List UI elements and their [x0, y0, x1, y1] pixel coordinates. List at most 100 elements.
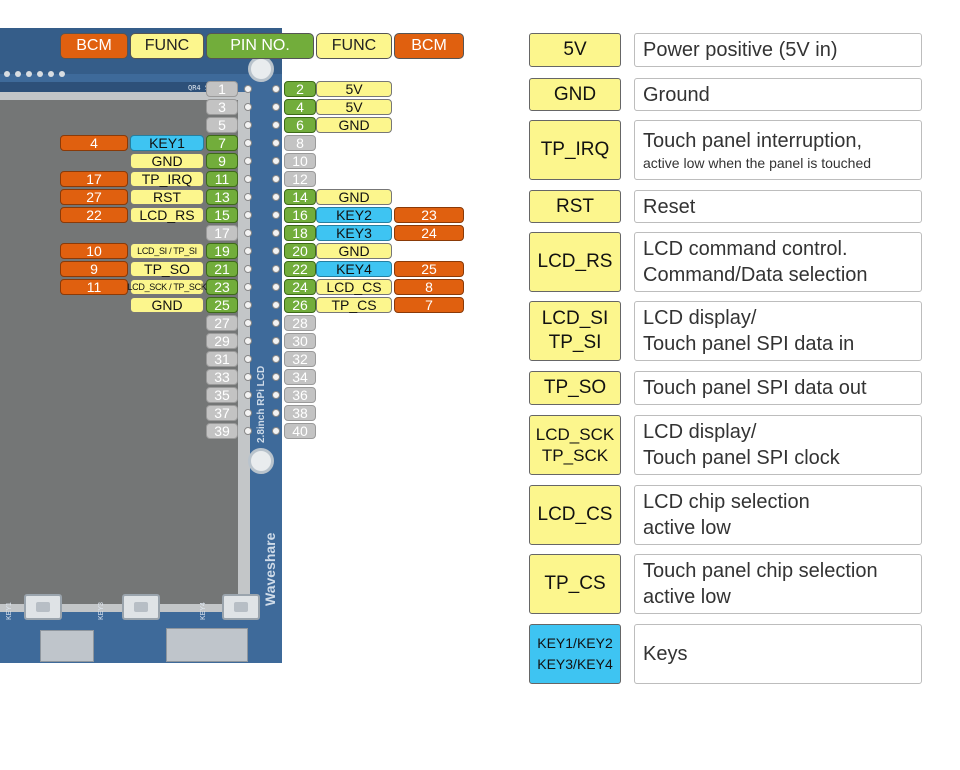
pin-number-22: 22: [284, 261, 316, 277]
key1-button: [24, 594, 62, 620]
header-bcm-right: BCM: [394, 33, 464, 59]
legend-description: LCD command control.Command/Data selecti…: [634, 232, 922, 292]
pin-func-6: GND: [316, 117, 392, 133]
pin-number-10: 10: [284, 153, 316, 169]
pin-number-26: 26: [284, 297, 316, 313]
pin-func-11: TP_IRQ: [130, 171, 204, 187]
pin-func-19: LCD_SI / TP_SI: [130, 243, 204, 259]
pin-number-8: 8: [284, 135, 316, 151]
legend-key-line: TP_SI: [548, 332, 602, 353]
legend-key-lcd-rs: LCD_RS: [529, 232, 621, 292]
legend-description-line: Keys: [643, 643, 688, 665]
pin-number-34: 34: [284, 369, 316, 385]
header-pin-hole: [244, 319, 252, 327]
legend-description-line: active low: [643, 517, 731, 539]
legend-description-line: Touch panel SPI data in: [643, 333, 855, 355]
key3-silk-label: KEY3: [98, 602, 105, 620]
pin-number-25: 25: [206, 297, 238, 313]
pin-func-26: TP_CS: [316, 297, 392, 313]
pin-number-27: 27: [206, 315, 238, 331]
header-pin-hole: [244, 427, 252, 435]
header-pin-hole: [272, 337, 280, 345]
header-pin-hole: [244, 283, 252, 291]
pin-number-28: 28: [284, 315, 316, 331]
legend-key-line: 5V: [563, 39, 587, 61]
header-pin-hole: [272, 265, 280, 273]
header-pin-hole: [244, 157, 252, 165]
pin-bcm-11: 17: [60, 171, 128, 187]
pin-bcm-19: 10: [60, 243, 128, 259]
pin-func-22: KEY4: [316, 261, 392, 277]
pin-number-7: 7: [206, 135, 238, 151]
pin-number-12: 12: [284, 171, 316, 187]
header-pin-hole: [244, 229, 252, 237]
legend-description-line: LCD display/: [643, 307, 757, 329]
header-pin-no: PIN NO.: [206, 33, 314, 59]
pin-number-40: 40: [284, 423, 316, 439]
mounting-hole-bottom: [248, 448, 274, 474]
pin-func-25: GND: [130, 297, 204, 313]
pin-func-16: KEY2: [316, 207, 392, 223]
pin-number-1: 1: [206, 81, 238, 97]
header-pin-dot: [4, 71, 10, 77]
header-pin-hole: [244, 175, 252, 183]
legend-key-lcd-cs: LCD_CS: [529, 485, 621, 545]
pin-bcm-26: 7: [394, 297, 464, 313]
header-pin-hole: [244, 103, 252, 111]
legend-key-line: TP_SCK: [541, 446, 609, 465]
legend-description-line: LCD chip selection: [643, 491, 810, 513]
pin-func-21: TP_SO: [130, 261, 204, 277]
key4-silk-label: KEY4: [200, 602, 207, 620]
header-pin-hole: [272, 211, 280, 219]
pin-number-23: 23: [206, 279, 238, 295]
legend-description-line: Touch panel SPI clock: [643, 447, 840, 469]
pin-func-24: LCD_CS: [316, 279, 392, 295]
header-pin-hole: [244, 373, 252, 381]
header-pin-hole: [272, 85, 280, 93]
pin-bcm-16: 23: [394, 207, 464, 223]
pin-bcm-22: 25: [394, 261, 464, 277]
pin-number-18: 18: [284, 225, 316, 241]
ethernet-connector: [166, 628, 248, 662]
legend-description: Power positive (5V in): [634, 33, 922, 67]
legend-key-line: KEY1/KEY2: [537, 635, 613, 651]
legend-description: Keys: [634, 624, 922, 684]
pin-func-7: KEY1: [130, 135, 204, 151]
pin-func-20: GND: [316, 243, 392, 259]
pin-func-13: RST: [130, 189, 204, 205]
pin-number-11: 11: [206, 171, 238, 187]
legend-description-note: active low when the panel is touched: [643, 154, 872, 171]
pin-number-35: 35: [206, 387, 238, 403]
legend-key-line: GND: [553, 83, 597, 105]
pin-func-15: LCD_RS: [130, 207, 204, 223]
pin-bcm-23: 11: [60, 279, 128, 295]
legend-description: Touch panel interruption, active low when…: [634, 120, 922, 180]
pin-bcm-7: 4: [60, 135, 128, 151]
legend-key-tp-irq: TP_IRQ: [529, 120, 621, 180]
header-pin-hole: [272, 157, 280, 165]
header-pin-hole: [272, 121, 280, 129]
legend-description-line: Touch panel interruption,: [643, 129, 863, 152]
pin-func-9: GND: [130, 153, 204, 169]
header-pin-hole: [272, 427, 280, 435]
header-pin-hole: [244, 247, 252, 255]
usb-connector: [40, 630, 94, 662]
pin-number-38: 38: [284, 405, 316, 421]
header-pin-hole: [272, 193, 280, 201]
legend-key-rst: RST: [529, 190, 621, 223]
mounting-hole-top: [248, 56, 274, 82]
pin-number-14: 14: [284, 189, 316, 205]
legend-key-tp-so: TP_SO: [529, 371, 621, 405]
lcd-board-illustration: QR4 S265S01 2.8inch RPi LCD Waveshare KE…: [0, 28, 282, 663]
header-pin-dot: [15, 71, 21, 77]
legend-key-line: RST: [556, 195, 594, 217]
header-pin-hole: [272, 139, 280, 147]
pin-bcm-24: 8: [394, 279, 464, 295]
legend-key-line: TP_CS: [544, 573, 606, 595]
legend-key-line: LCD_SCK: [535, 424, 615, 444]
key3-button: [122, 594, 160, 620]
pin-func-23: LCD_SCK / TP_SCK: [127, 279, 207, 295]
pin-number-16: 16: [284, 207, 316, 223]
